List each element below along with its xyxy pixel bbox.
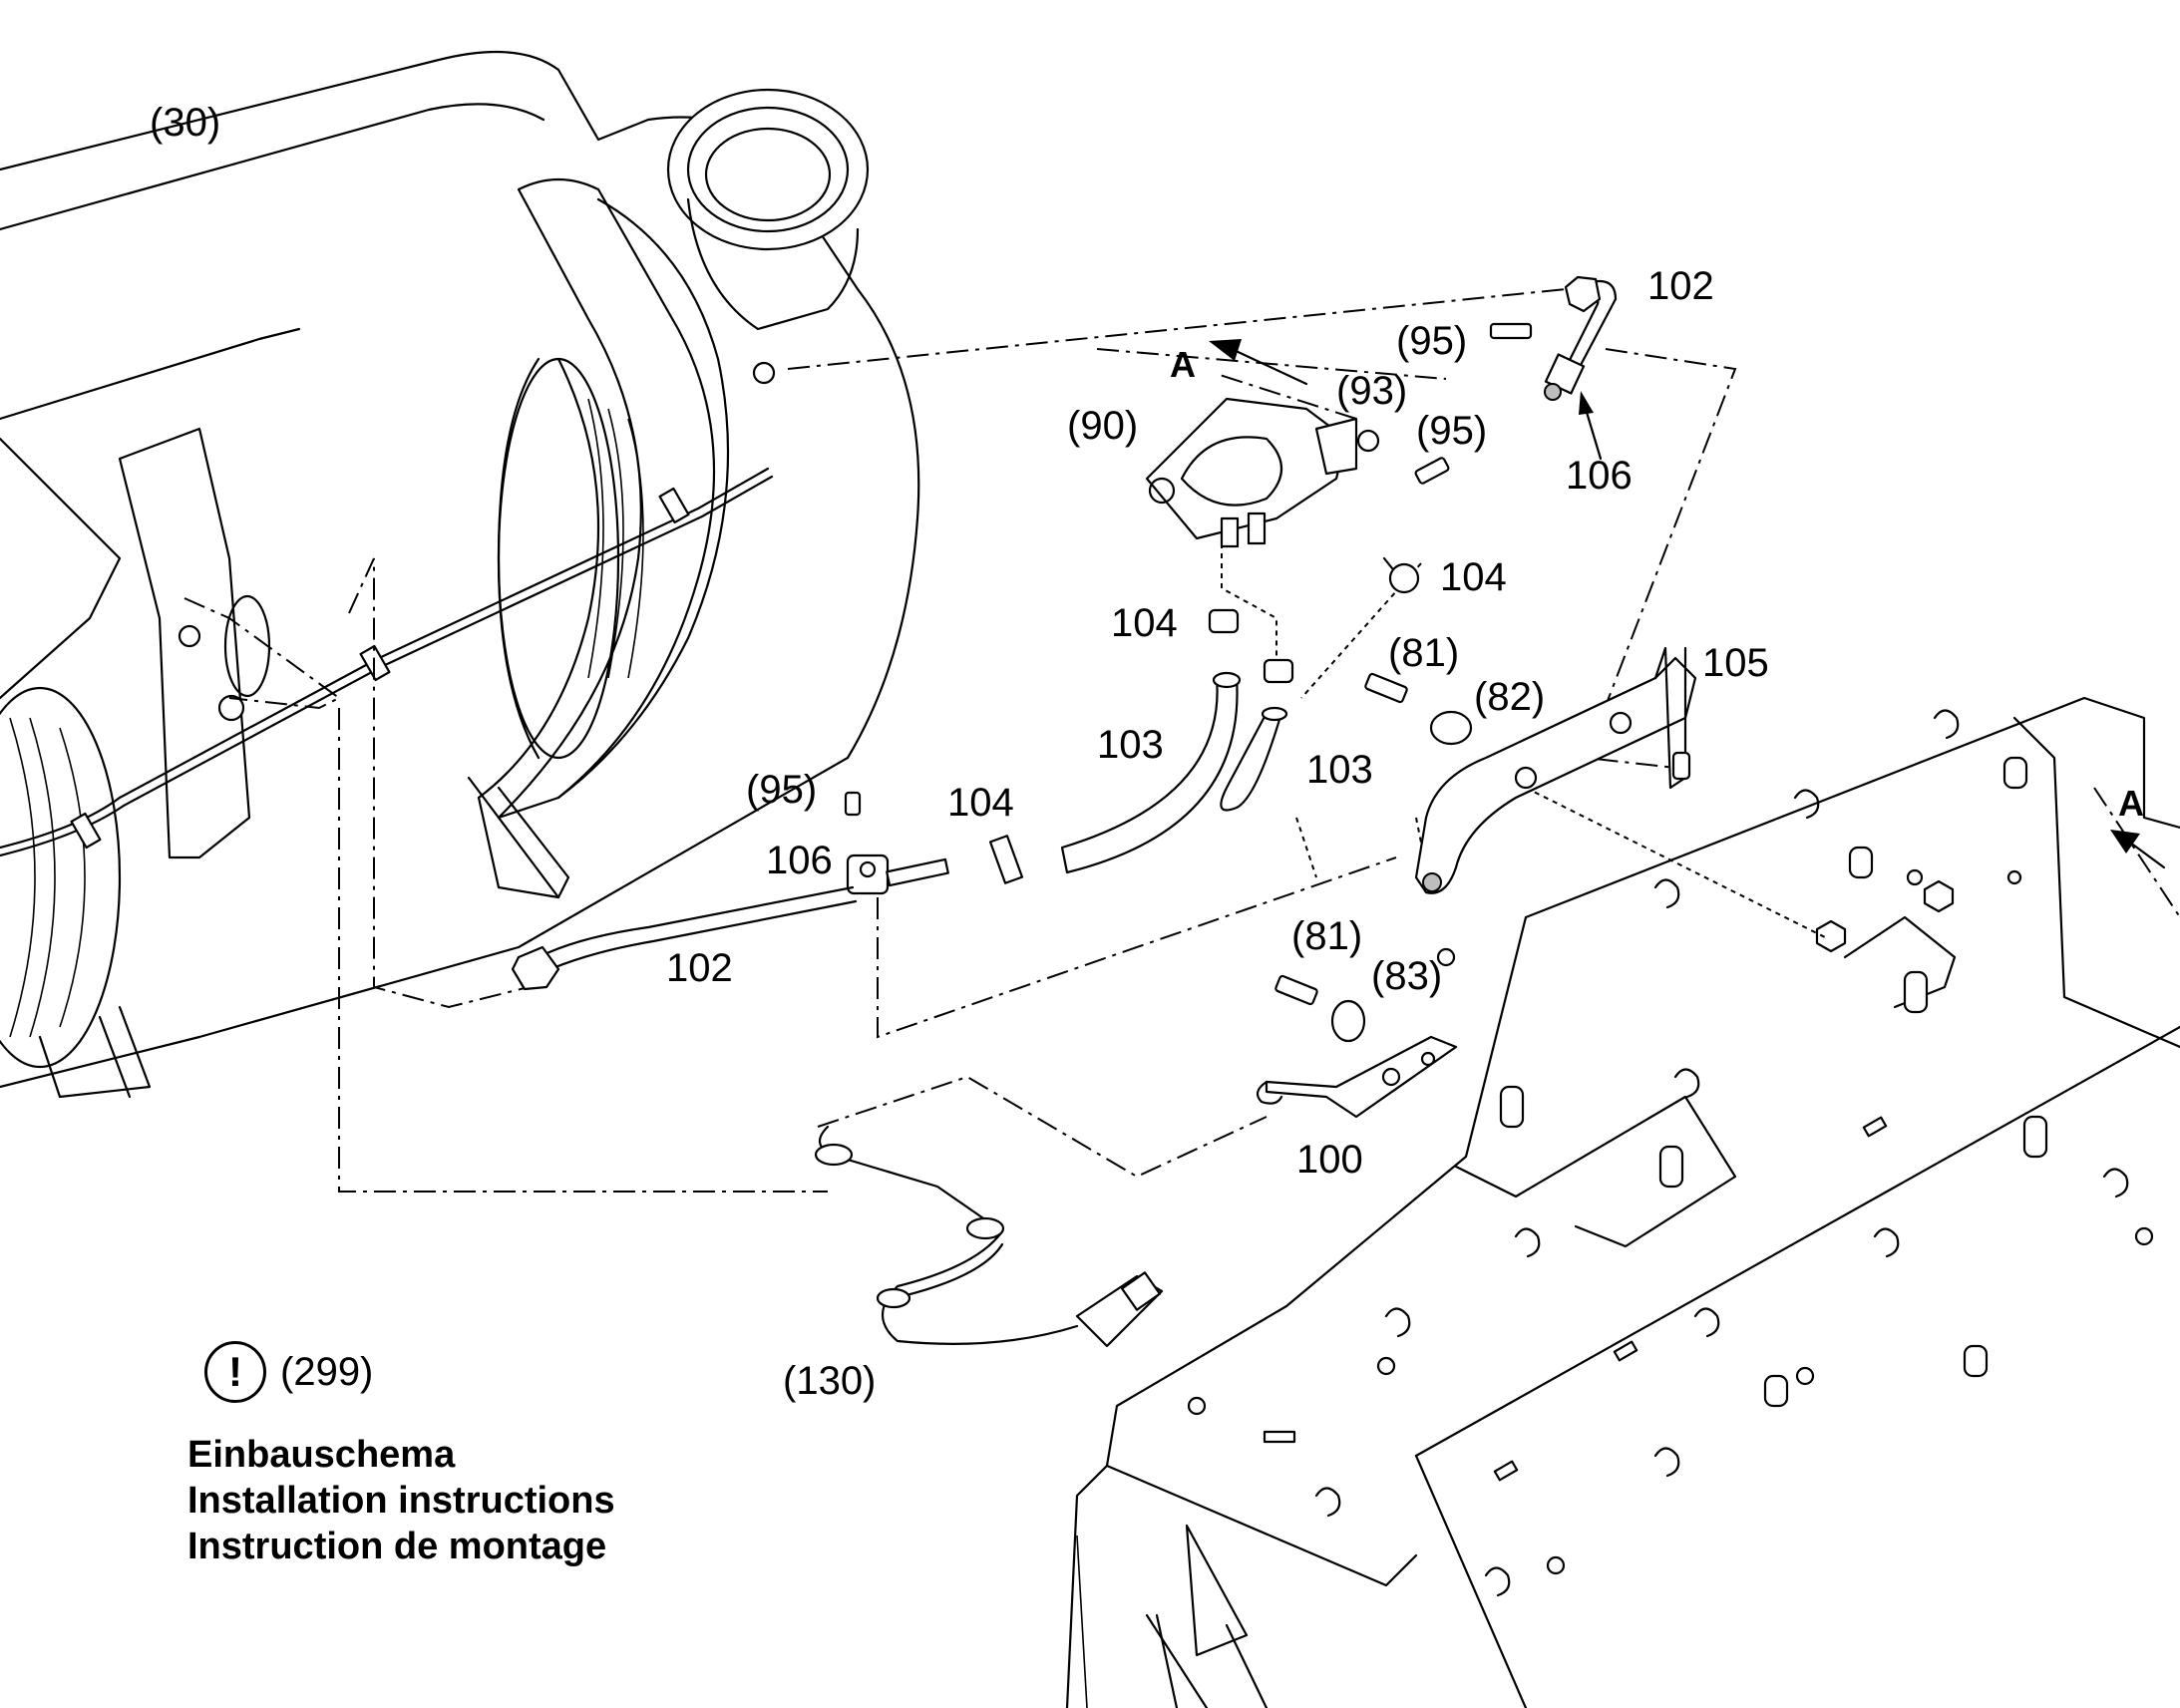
warning-circle-icon: ! <box>204 1341 266 1403</box>
installation-notes: Einbauschema Installation instructions I… <box>187 1432 615 1569</box>
callout-95-a: (95) <box>1396 319 1467 363</box>
callout-a-right: A <box>2118 783 2144 824</box>
callout-83: (83) <box>1371 954 1442 998</box>
callout-81-b: (81) <box>1291 914 1362 958</box>
callout-103-a: 103 <box>1097 723 1164 767</box>
direction-arrow-a-right <box>2110 830 2166 869</box>
exhaust-canister <box>0 50 920 1099</box>
callout-labels: (30) 102 (95) A (93) (90) (95) 106 104 1… <box>150 101 2144 1403</box>
assembly-lines <box>183 288 2180 1193</box>
callout-30: (30) <box>150 101 220 145</box>
callout-130: (130) <box>783 1359 876 1403</box>
note-french: Instruction de montage <box>187 1526 607 1567</box>
callout-104-a: 104 <box>1440 555 1507 599</box>
note-german: Einbauschema <box>187 1434 456 1476</box>
callout-95-c: (95) <box>746 768 817 812</box>
callout-104-c: 104 <box>947 781 1014 825</box>
callout-100: 100 <box>1296 1138 1363 1182</box>
warning-note: ! (299) <box>204 1341 373 1403</box>
callout-103-b: 103 <box>1306 748 1373 792</box>
callout-81-a: (81) <box>1388 631 1459 675</box>
note-english: Installation instructions <box>187 1480 615 1522</box>
callout-a-top: A <box>1170 344 1196 385</box>
callout-95-b: (95) <box>1416 409 1487 453</box>
callout-106-top: 106 <box>1566 454 1633 498</box>
callout-102-top: 102 <box>1647 264 1714 308</box>
mounting-frame <box>1065 696 2180 1708</box>
callout-82: (82) <box>1474 675 1545 719</box>
callout-105: 105 <box>1702 641 1769 685</box>
warning-reference: (299) <box>280 1349 374 1394</box>
callout-102-b: 102 <box>666 946 733 990</box>
callout-93: (93) <box>1336 369 1407 413</box>
sensor-assembly <box>511 275 1697 1348</box>
callout-106-b: 106 <box>766 839 833 882</box>
callout-90: (90) <box>1067 404 1138 448</box>
callout-104-b: 104 <box>1111 601 1178 645</box>
direction-arrow-a-top <box>1209 339 1308 386</box>
leader-arrow-106 <box>1579 391 1603 461</box>
